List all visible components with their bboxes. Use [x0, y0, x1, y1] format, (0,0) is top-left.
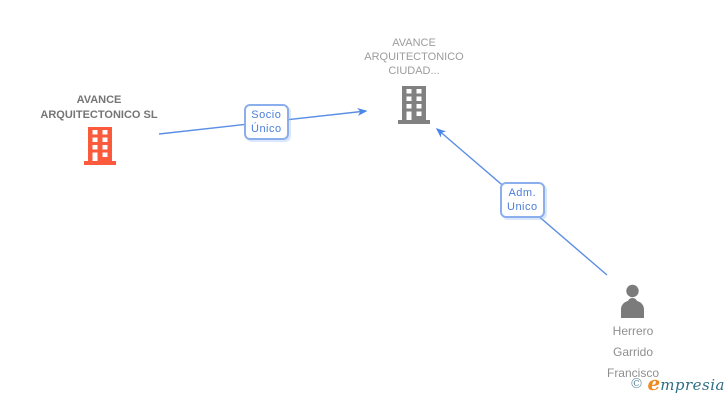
company-center-label[interactable]: AVANCE ARQUITECTONICO CIUDAD... — [334, 36, 494, 78]
person-icon[interactable] — [617, 284, 648, 318]
company-center-label-line2: ARQUITECTONICO — [364, 51, 464, 63]
building-icon[interactable] — [398, 86, 430, 124]
person-label-line2: Garrido — [612, 345, 653, 359]
copyright-icon: © — [629, 376, 644, 392]
empresia-watermark: ©empresia — [629, 371, 725, 395]
person-label-line3: Francisco — [606, 366, 659, 380]
person-label[interactable]: Herrero Garrido Francisco — [553, 321, 713, 384]
relation-label-socio-unico: Socio Único — [244, 104, 289, 140]
company-left-label-line2: ARQUITECTONICO SL — [40, 109, 158, 121]
relation-socio-line1: Socio — [251, 109, 282, 121]
brand-name: mpresia — [660, 376, 725, 394]
building-icon[interactable] — [84, 127, 116, 165]
company-center-label-line1: AVANCE — [392, 37, 436, 49]
company-left-label[interactable]: AVANCE ARQUITECTONICO SL — [19, 93, 179, 123]
relation-adm-line2: Unico — [507, 201, 538, 213]
relation-adm-line1: Adm. — [508, 187, 537, 199]
company-center-label-line3: CIUDAD... — [388, 65, 440, 77]
relation-label-adm-unico: Adm. Unico — [500, 182, 545, 218]
brand-initial: e — [647, 371, 661, 395]
person-label-line1: Herrero — [612, 324, 654, 338]
relation-socio-line2: Único — [251, 123, 282, 135]
company-left-label-line1: AVANCE — [76, 94, 122, 106]
